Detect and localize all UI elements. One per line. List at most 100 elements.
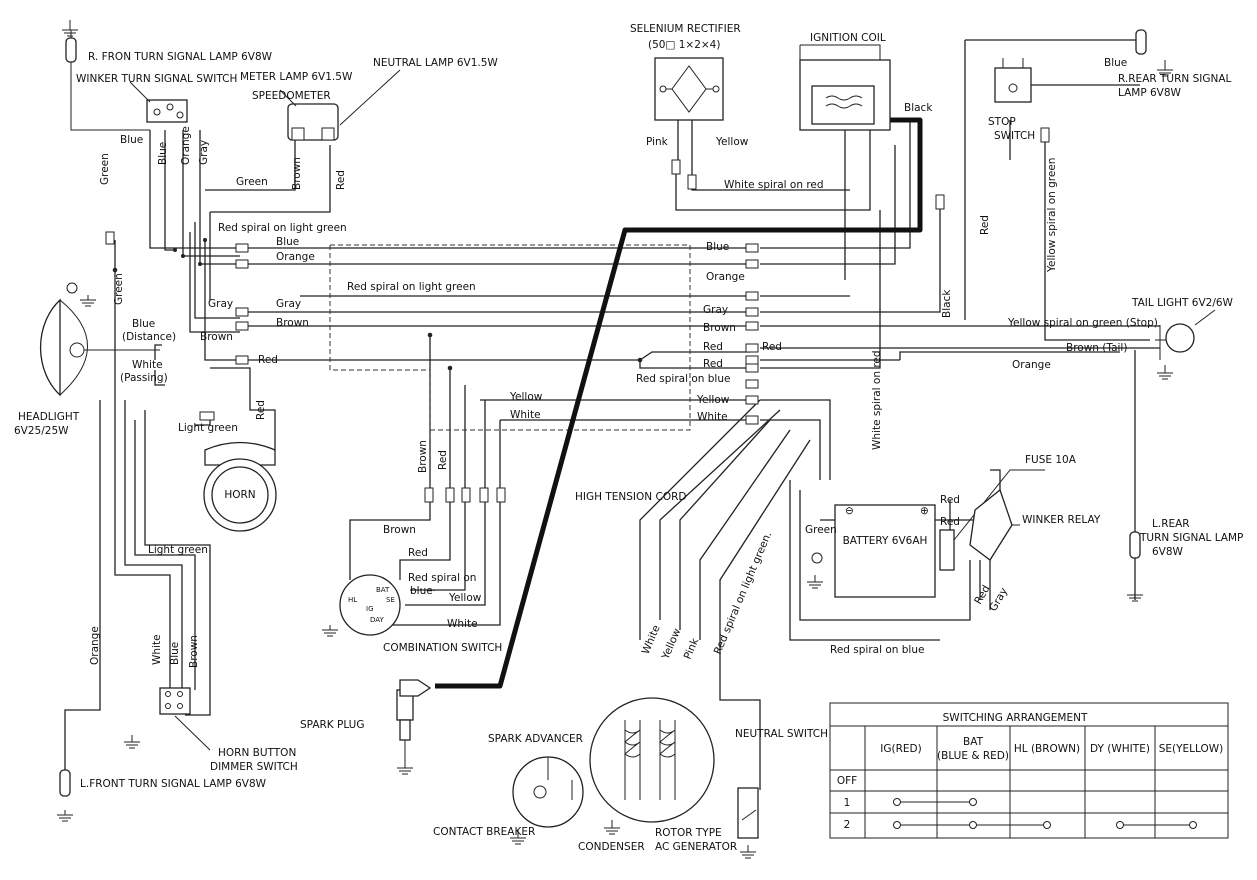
table-col-dy: DY (WHITE): [1090, 743, 1150, 755]
label-selenium-rating: (50□ 1×2×4): [648, 39, 720, 51]
wire-label: Red spiral on blue: [636, 373, 730, 385]
harness-outline: [329, 244, 691, 440]
label-combination-switch: COMBINATION SWITCH: [383, 642, 502, 654]
label-high-tension-cord: HIGH TENSION CORD: [575, 491, 686, 503]
combination-switch: HL BAT SE IG DAY: [339, 574, 401, 636]
wire-label: White: [640, 623, 663, 656]
table-title: SWITCHING ARRANGEMENT: [943, 712, 1088, 724]
wire-label: Blue: [157, 142, 169, 165]
wire-label: White spiral on red: [871, 350, 883, 450]
label-horn-button-1: HORN BUTTON: [218, 747, 296, 759]
horn: HORN: [203, 441, 277, 532]
component-labels: R. FRON TURN SIGNAL LAMP 6V8W WINKER TUR…: [14, 23, 1243, 853]
fuse: [939, 469, 1045, 571]
wire-label: Yellow spiral on green (Stop): [1007, 317, 1158, 329]
spark-advancer: [512, 756, 584, 828]
switch-hl: HL: [348, 596, 357, 604]
wire-label: Blue: [1104, 57, 1127, 69]
r-front-turn-lamp: [65, 30, 150, 131]
label-fuse: FUSE 10A: [1025, 454, 1077, 466]
wire-label: Yellow spiral on green: [1046, 158, 1058, 273]
wire-label: Red: [940, 494, 960, 506]
wire-label: White: [447, 618, 478, 630]
winker-relay: [969, 488, 1020, 561]
label-headlight-1: HEADLIGHT: [18, 411, 80, 423]
wire-label: Brown: [200, 331, 233, 343]
label-selenium-rectifier: SELENIUM RECTIFIER: [630, 23, 741, 35]
wire-label: Black: [904, 102, 933, 114]
wire-label: Brown: [291, 157, 303, 190]
table-row-off: OFF: [837, 775, 857, 787]
wire-label: Green: [113, 273, 125, 305]
wire-label: Yellow: [696, 394, 730, 406]
wire-label: Orange: [706, 271, 745, 283]
wire-label: (Distance): [122, 331, 176, 343]
wire-labels: Blue Green Blue Orange Gray Green Brown …: [89, 57, 1158, 668]
label-stop-2: SWITCH: [994, 130, 1035, 142]
label-ignition-coil: IGNITION COIL: [810, 32, 886, 44]
wire-label: Light green: [178, 422, 238, 434]
wire-label: Red spiral on light green: [218, 222, 347, 234]
label-contact-breaker: CONTACT BREAKER: [433, 826, 535, 838]
wire-label: Green: [99, 153, 111, 185]
ground-symbols: [57, 20, 1173, 859]
junction-dots: [112, 238, 643, 371]
horn-button-dimmer: [159, 687, 211, 751]
label-meter-lamp: METER LAMP 6V1.5W: [240, 71, 353, 83]
label-r-rear-1: R.REAR TURN SIGNAL: [1118, 73, 1232, 85]
wire-label: Red: [255, 400, 267, 420]
wire-label: Blue: [276, 236, 299, 248]
label-winker-switch: WINKER TURN SIGNAL SWITCH: [76, 73, 237, 85]
label-r-rear-2: LAMP 6V8W: [1118, 87, 1182, 99]
high-tension-cord-wire: [435, 117, 923, 689]
label-tail-light: TAIL LIGHT 6V2/6W: [1131, 297, 1234, 309]
wire-label: Gray: [208, 298, 233, 310]
label-neutral-lamp: NEUTRAL LAMP 6V1.5W: [373, 57, 498, 69]
wire-label: Red: [408, 547, 428, 559]
wire-label: Red spiral on blue: [830, 644, 924, 656]
label-l-rear-1: L.REAR: [1152, 518, 1190, 530]
wire-label: Red spiral on light green: [347, 281, 476, 293]
table-row-1: 1: [844, 797, 851, 809]
label-speedometer: SPEEDOMETER: [252, 90, 331, 102]
wire-label: (Passing): [120, 372, 168, 384]
tail-light: [1155, 309, 1216, 360]
speedometer: [279, 69, 401, 141]
wire-label: Red: [762, 341, 782, 353]
label-stop-1: STOP: [988, 116, 1016, 128]
wire-label: White: [151, 634, 163, 665]
label-headlight-2: 6V25/25W: [14, 425, 69, 437]
wire-label: Brown: [276, 317, 309, 329]
table-col-ig: IG(RED): [880, 743, 921, 755]
wire-label: blue·: [410, 585, 436, 597]
switch-ig: IG: [366, 605, 374, 613]
wire-label: Orange: [1012, 359, 1051, 371]
wire-label: Yellow: [659, 626, 683, 662]
switch-day: DAY: [370, 616, 385, 624]
wire-label: Brown: [703, 322, 736, 334]
wire-label: Blue: [169, 642, 181, 665]
battery-label: BATTERY 6V6AH: [843, 535, 928, 547]
ignition-coil: [799, 44, 891, 131]
table-row-2: 2: [844, 819, 851, 831]
wire-label: Gray: [703, 304, 728, 316]
wire-label: White: [132, 359, 163, 371]
l-front-turn-lamp: [59, 769, 71, 797]
wire-label: Blue: [132, 318, 155, 330]
battery-plus: ⊕: [920, 505, 929, 517]
wire-label: Green: [236, 176, 268, 188]
wire-label: Blue: [706, 241, 729, 253]
wire-label: Black: [941, 289, 953, 318]
connectors: [105, 127, 1050, 503]
wire-label: Brown: [417, 440, 429, 473]
wire-label: Red spiral on: [408, 572, 476, 584]
label-condenser: CONDENSER: [578, 841, 645, 853]
switch-bat: BAT: [376, 586, 390, 594]
label-l-front-turn-lamp: L.FRONT TURN SIGNAL LAMP 6V8W: [80, 778, 267, 790]
wire-label: Red: [703, 358, 723, 370]
stop-switch: [994, 58, 1032, 103]
table-col-hl: HL (BROWN): [1014, 743, 1080, 755]
winker-switch: [129, 81, 188, 123]
wire-label: White: [697, 411, 728, 423]
table-col-bat-sub: (BLUE & RED): [937, 750, 1009, 762]
